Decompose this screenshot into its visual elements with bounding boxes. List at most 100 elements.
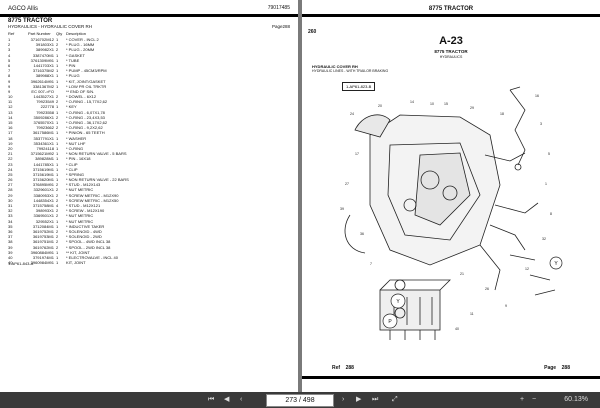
last-page-icon[interactable]: ⏭ <box>372 396 379 403</box>
fit-icon[interactable]: ⤢ <box>392 396 398 403</box>
row-desc: * SCREW METRIC - M12X50 <box>66 197 119 203</box>
row-desc: * LOW PR OIL TRKTR <box>66 83 107 89</box>
row-ref: 1 <box>8 37 11 42</box>
prev-page-icon[interactable]: ◀ <box>224 396 230 403</box>
row-ref: 27 <box>8 182 13 188</box>
row-qty: 1 <box>56 62 59 68</box>
svg-text:10: 10 <box>430 102 434 106</box>
row-qty: 1 <box>56 254 59 260</box>
doc-code: 79017485 <box>267 5 290 11</box>
row-part: 3960984M91 <box>30 260 54 266</box>
svg-text:15: 15 <box>444 102 448 106</box>
row-part: 3369501X1 <box>33 213 54 219</box>
ref-footer: Ref 288 <box>332 366 354 371</box>
svg-text:32: 32 <box>542 237 546 241</box>
row-qty: 2 <box>56 182 59 188</box>
row-part: 389982X1 <box>35 47 54 53</box>
row-ref: 19 <box>8 140 13 146</box>
row-ref: 40 <box>8 260 13 266</box>
row-part: 79923662 <box>36 125 54 131</box>
svg-text:1: 1 <box>545 182 547 186</box>
row-part: 3716375M2 <box>32 68 54 74</box>
row-qty: 1 <box>56 78 59 84</box>
row-ref: 11 <box>8 99 13 105</box>
row-desc: * PLUG <box>66 73 80 79</box>
callout-top: 1-AP61-823-B <box>342 82 376 91</box>
row-part: 3380953X1 <box>33 192 54 198</box>
row-part: 376895M91 <box>32 182 54 188</box>
svg-text:8: 8 <box>550 212 552 216</box>
row-qty: 2 <box>56 213 59 219</box>
first-page-icon[interactable]: ⏮ <box>208 396 215 403</box>
zoom-in-icon[interactable]: + <box>520 396 525 403</box>
row-ref: 36 <box>8 228 13 234</box>
col-ref: Ref <box>8 31 15 36</box>
row-desc: * NUT LHF <box>66 140 86 146</box>
svg-text:27: 27 <box>345 182 349 186</box>
row-part: 3715620M1 <box>32 177 54 183</box>
row-qty: 2 <box>56 42 59 48</box>
row-part: 329552X1 <box>35 218 54 224</box>
row-part: 1441785X1 <box>33 161 54 167</box>
row-desc: * NUT METRIC <box>66 218 94 224</box>
row-ref: 7 <box>8 68 11 74</box>
page-footer-label: Page <box>544 365 557 371</box>
row-ref: 13 <box>8 109 13 115</box>
next-icon[interactable]: › <box>342 396 345 403</box>
row-qty: 1 <box>56 120 59 125</box>
row-qty: 2 <box>56 125 59 131</box>
row-qty: 1 <box>56 166 59 172</box>
row-qty: 2 <box>56 114 59 120</box>
row-desc: * NON RETURN VALVE - 22 BARS <box>66 177 129 183</box>
row-qty: 2 <box>56 239 59 245</box>
row-ref: 6 <box>8 62 11 68</box>
row-part: 79923558 <box>36 109 54 115</box>
row-part: EC 007->FO <box>31 88 54 94</box>
row-ref: 15 <box>8 120 13 125</box>
row-part: 3761309M91 <box>30 57 54 63</box>
row-ref: 16 <box>8 125 13 131</box>
row-part: 3509286X1 <box>33 114 54 120</box>
row-ref: 28 <box>8 187 13 193</box>
row-part: 3715619M1 <box>32 166 54 172</box>
footer-rule <box>302 376 600 379</box>
svg-text:Y: Y <box>396 299 400 305</box>
row-part: 3715619M1 <box>32 171 54 177</box>
prev-icon[interactable]: ‹ <box>240 396 243 403</box>
row-ref: 29 <box>8 192 13 198</box>
page-number-input[interactable]: 273 / 498 <box>266 394 334 407</box>
next-page-icon[interactable]: ▶ <box>356 396 362 403</box>
row-qty: 1 <box>56 223 59 229</box>
footnote: 1-AP61-843-A <box>8 261 34 266</box>
row-ref: 9 <box>8 88 11 94</box>
zoom-out-icon[interactable]: − <box>532 396 537 403</box>
row-ref: 3 <box>8 47 11 53</box>
row-ref: 26 <box>8 177 13 183</box>
zoom-level[interactable]: 60.13% <box>564 396 588 403</box>
row-qty: 1 <box>56 260 59 266</box>
row-part: 3619762M1 <box>32 244 54 250</box>
